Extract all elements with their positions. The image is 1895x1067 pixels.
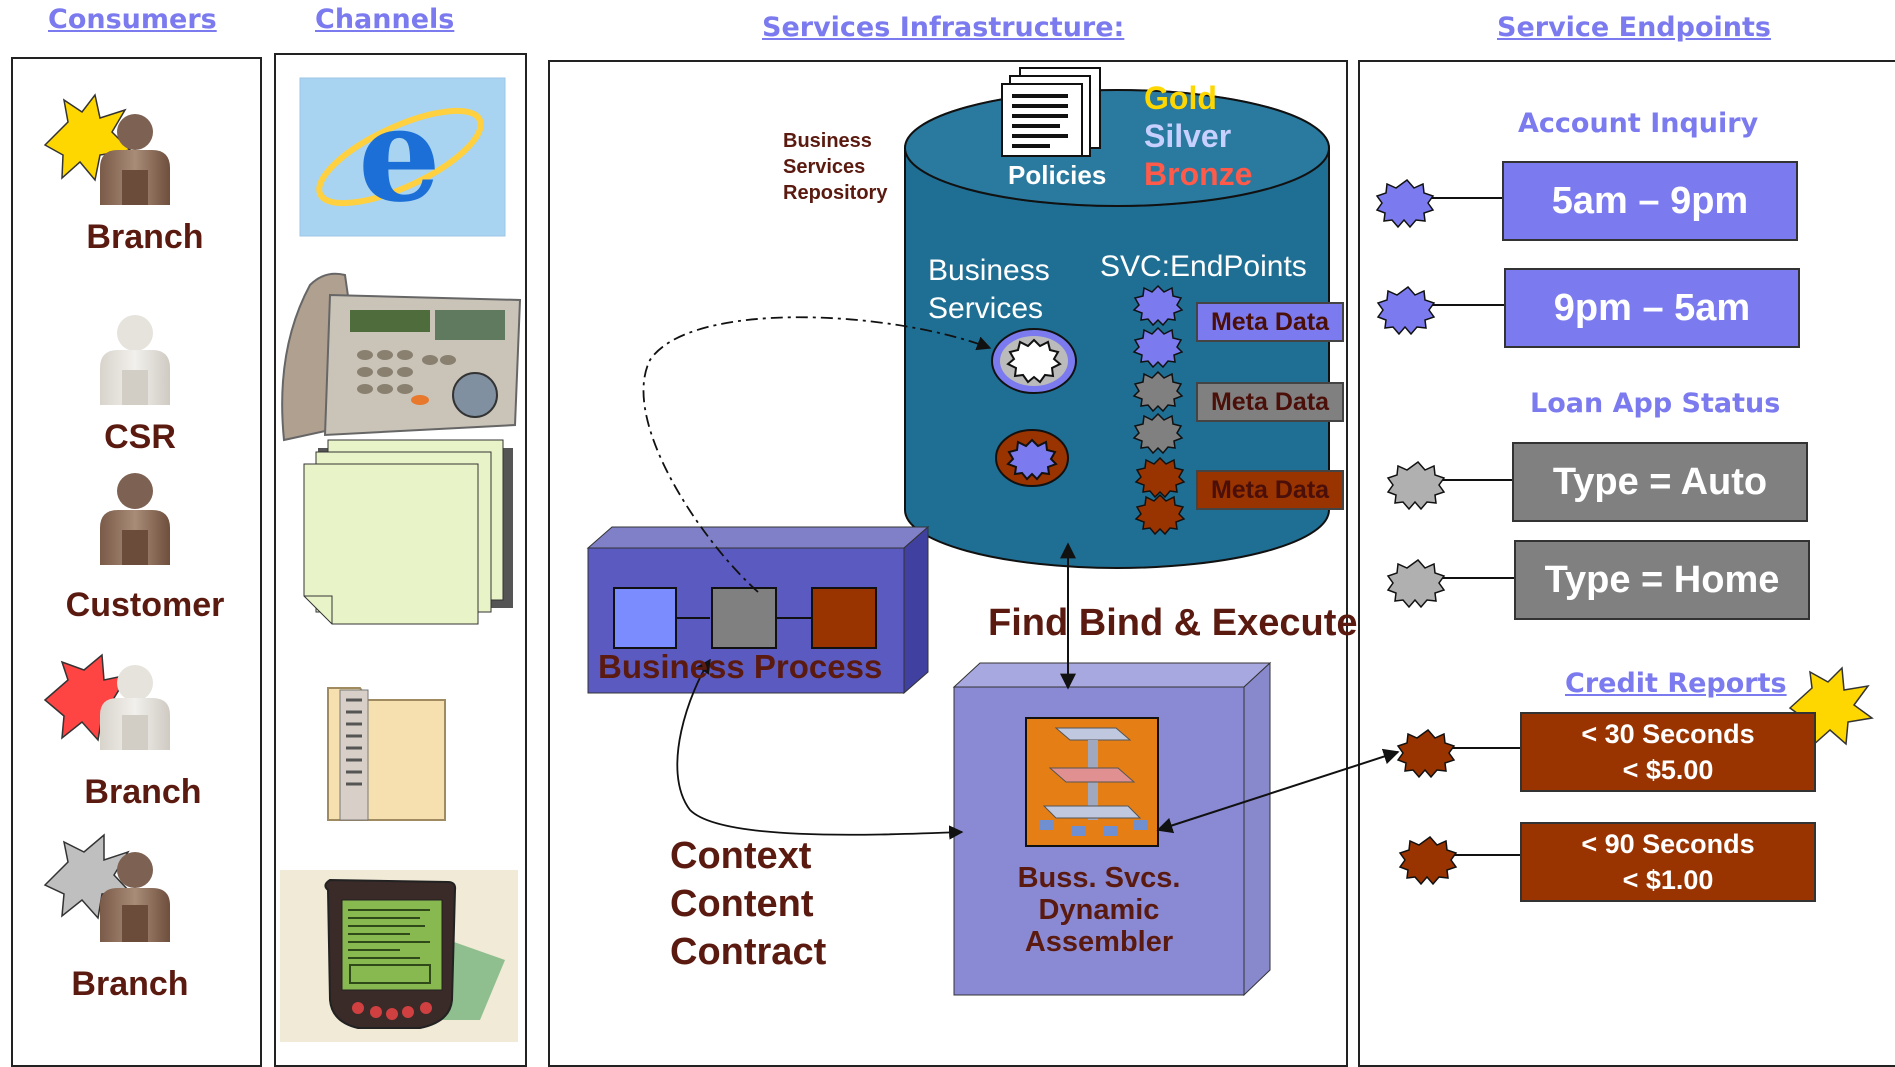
loan-endpoint-box: Type = Auto (1512, 442, 1808, 522)
business-services-line: Business (928, 254, 1050, 287)
tier-bronze: Bronze (1144, 156, 1253, 192)
red-star-icon (43, 653, 132, 742)
endpoint-gear-icon (1134, 456, 1186, 536)
person-icon (100, 852, 170, 942)
yellow-star-icon (1788, 666, 1874, 748)
svc-endpoints-label: SVC:EndPoints (1100, 250, 1307, 283)
process-arrow (676, 658, 964, 840)
credit-endpoint-box: < 30 Seconds < $5.00 (1520, 712, 1816, 792)
context-line: Contract (670, 931, 827, 973)
endpoint-gear-icon (1386, 460, 1446, 609)
endpoint-gear-icon (1396, 728, 1458, 886)
endpoint-gear-icon (1375, 178, 1436, 336)
browser-icon: e (299, 77, 506, 237)
loan-endpoint-box: Type = Home (1514, 540, 1810, 620)
lookup-arrow (642, 316, 992, 593)
services-header: Services Infrastructure: (762, 12, 1125, 43)
account-endpoint-box: 5am – 9pm (1502, 161, 1798, 241)
context-line: Context (670, 835, 812, 877)
meta-data-blue: Meta Data (1196, 302, 1344, 342)
svg-text:e: e (358, 78, 441, 231)
credit-arrow (1156, 748, 1400, 834)
account-endpoint-box: 9pm – 5am (1504, 268, 1800, 348)
repository-label-line: Services (783, 156, 866, 178)
context-line: Content (670, 883, 814, 925)
credit-line: < 30 Seconds (1581, 719, 1755, 749)
consumer-label: Branch (84, 773, 202, 811)
endpoints-header: Service Endpoints (1497, 12, 1771, 43)
consumers-header: Consumers (48, 4, 217, 35)
assembler-line: Buss. Svcs. (1017, 862, 1181, 894)
consumer-label: Customer (65, 586, 225, 624)
policies-document-icon (1001, 67, 1101, 157)
pda-icon (280, 870, 518, 1042)
credit-endpoint-box: < 90 Seconds < $1.00 (1520, 822, 1816, 902)
consumer-figures (43, 93, 170, 942)
account-inquiry-title: Account Inquiry (1518, 108, 1759, 139)
repository-label: Business Services Repository (783, 128, 887, 206)
documents-icon (303, 439, 513, 625)
tier-silver: Silver (1144, 118, 1232, 154)
business-service-rust-icon (995, 429, 1069, 487)
tier-gold: Gold (1144, 80, 1217, 116)
credit-line: < $5.00 (1622, 755, 1714, 785)
assembler-line: Dynamic (1038, 894, 1160, 926)
yellow-star-icon (43, 93, 132, 182)
business-services-line: Services (928, 292, 1044, 325)
person-icon (100, 114, 170, 205)
credit-line: < 90 Seconds (1581, 829, 1755, 859)
repository-label-line: Business (783, 130, 872, 152)
endpoint-gear-icon (1132, 284, 1184, 369)
consumer-label: Branch (86, 218, 204, 256)
credit-line: < $1.00 (1622, 865, 1714, 895)
assembler-label: Buss. Svcs. Dynamic Assembler (984, 862, 1214, 958)
gray-star-icon (43, 833, 132, 920)
meta-data-rust: Meta Data (1196, 470, 1344, 510)
repository-label-line: Repository (783, 182, 888, 204)
person-icon (100, 473, 170, 565)
credit-reports-title: Credit Reports (1565, 668, 1787, 699)
person-icon (100, 665, 170, 750)
assembler-box (952, 661, 1272, 997)
channels-header: Channels (315, 4, 455, 35)
business-services-label: Business Services (928, 252, 1050, 328)
meta-data-gray: Meta Data (1196, 382, 1344, 422)
find-bind-execute-label: Find Bind & Execute (988, 602, 1358, 644)
zip-folder-icon (327, 687, 446, 821)
business-process-label: Business Process (598, 648, 883, 685)
endpoint-gear-icon (1132, 370, 1184, 455)
assembler-line: Assembler (1024, 926, 1174, 958)
telephone-icon (281, 272, 522, 442)
context-labels: Context Content Contract (670, 832, 826, 976)
consumer-label: CSR (104, 418, 176, 456)
business-service-white-icon (991, 328, 1077, 394)
channel-icons: e (280, 77, 522, 1042)
loan-status-title: Loan App Status (1530, 388, 1781, 419)
policies-label: Policies (1008, 160, 1107, 190)
consumer-label: Branch (71, 965, 189, 1003)
person-icon (100, 315, 170, 405)
